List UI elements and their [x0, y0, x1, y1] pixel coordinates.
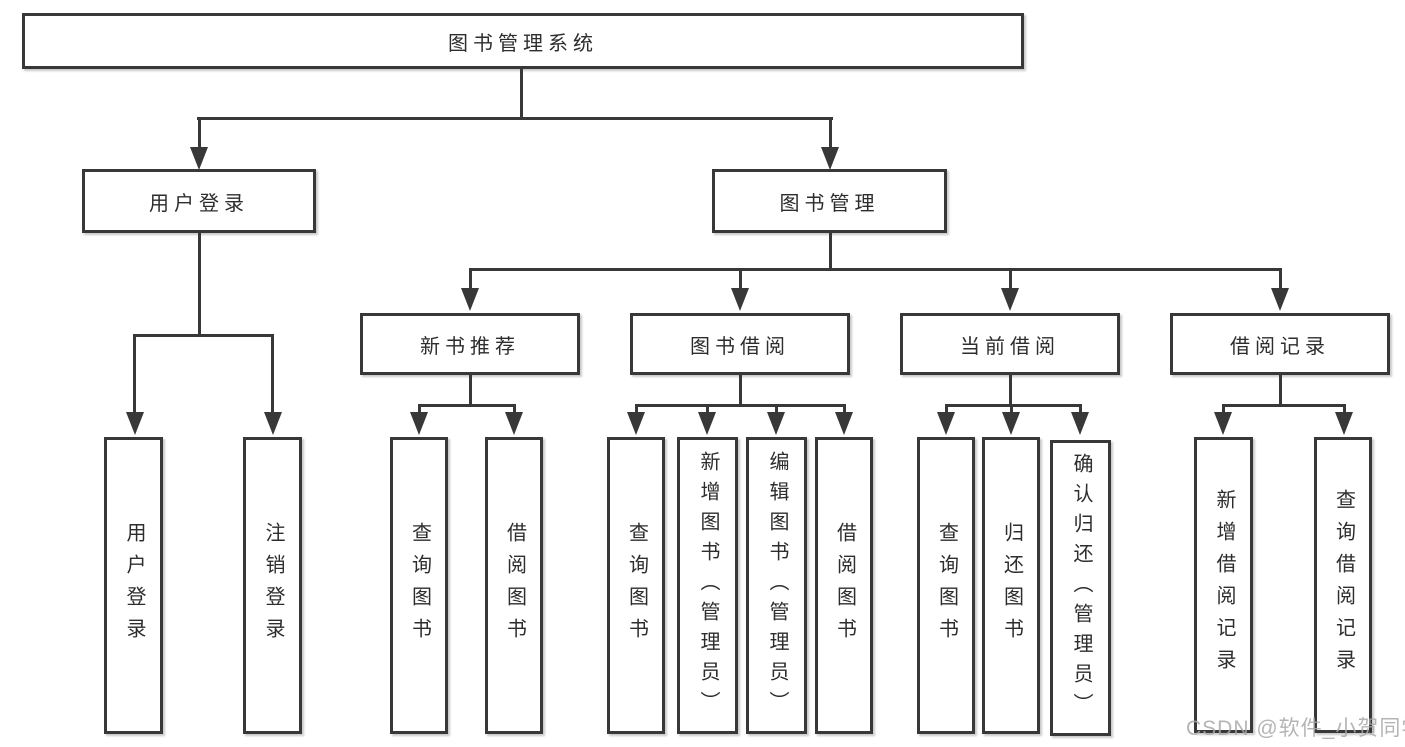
watermark: CSDN @软件_小贺同学 — [1186, 717, 1405, 740]
connector-groupD-down — [1279, 375, 1282, 406]
connector-groups-branch — [469, 268, 1282, 271]
node-user-login: 用户登录 — [82, 169, 316, 233]
arrow-down-icon — [126, 412, 144, 435]
leaf-label: 编辑图书（管理员） — [766, 450, 788, 721]
leaf-label: 确认归还（管理员） — [1070, 453, 1092, 723]
arrow-down-icon — [835, 412, 853, 435]
arrow-down-icon — [190, 147, 208, 170]
leaf-borrow-books-recommend: 借阅图书 — [485, 437, 543, 734]
leaf-label: 查询图书 — [625, 521, 648, 650]
leaf-label: 借阅图书 — [833, 521, 856, 650]
connector-root-stem — [520, 69, 523, 118]
leaf-query-books-current: 查询图书 — [917, 437, 975, 734]
arrow-down-icon — [461, 288, 479, 311]
connector-leaf-stem — [635, 404, 638, 414]
leaf-return-books: 归还图书 — [982, 437, 1040, 734]
leaf-label: 新增图书（管理员） — [697, 450, 719, 721]
connector-groupB-down — [739, 375, 742, 406]
leaf-user-login: 用户登录 — [104, 437, 163, 734]
arrow-down-icon — [731, 288, 749, 311]
connector-group-stem — [469, 268, 472, 290]
leaf-user-login-label: 用户登录 — [123, 521, 145, 650]
leaf-edit-book-admin: 编辑图书（管理员） — [746, 437, 807, 734]
node-root: 图书管理系统 — [22, 13, 1024, 69]
node-book-borrow-label: 图书借阅 — [690, 335, 790, 358]
node-new-book-recommend-label: 新书推荐 — [420, 335, 520, 358]
arrow-down-icon — [1214, 412, 1232, 435]
leaf-query-books-recommend: 查询图书 — [390, 437, 448, 734]
node-new-book-recommend: 新书推荐 — [360, 313, 580, 375]
arrow-down-icon — [1002, 412, 1020, 435]
leaf-query-books-borrow: 查询图书 — [607, 437, 665, 734]
connector-groupC-down — [1009, 375, 1012, 406]
connector-user-login-down — [198, 233, 201, 336]
leaf-add-borrow-record: 新增借阅记录 — [1194, 437, 1253, 733]
leaf-label: 查询图书 — [408, 521, 431, 650]
node-book-management-label: 图书管理 — [779, 192, 880, 215]
leaf-label: 新增借阅记录 — [1213, 489, 1235, 681]
arrow-down-icon — [410, 412, 428, 435]
connector-leaf-stem — [945, 404, 948, 414]
arrow-down-icon — [698, 412, 716, 435]
connector-user-login-branch — [133, 334, 273, 337]
connector-leaf-stem — [418, 404, 421, 414]
connector-leaf-stem — [1010, 404, 1013, 414]
connector-groupD-branch — [1222, 404, 1346, 407]
node-book-borrow: 图书借阅 — [630, 313, 850, 375]
arrow-down-icon — [627, 412, 645, 435]
arrow-down-icon — [937, 412, 955, 435]
node-user-login-label: 用户登录 — [149, 192, 249, 215]
leaf-logout-login-label: 注销登录 — [262, 521, 284, 650]
leaf-query-borrow-record: 查询借阅记录 — [1314, 437, 1372, 733]
connector-leaf-stem — [271, 334, 274, 414]
node-current-borrow-label: 当前借阅 — [960, 335, 1060, 358]
node-borrow-records: 借阅记录 — [1170, 313, 1390, 375]
arrow-down-icon — [1071, 412, 1089, 435]
leaf-label: 查询借阅记录 — [1332, 489, 1355, 681]
connector-leaf-stem — [1079, 404, 1082, 414]
arrow-down-icon — [1335, 412, 1353, 435]
leaf-logout-login: 注销登录 — [243, 437, 302, 734]
connector-leaf-stem — [133, 334, 136, 414]
connector-group-stem — [1279, 268, 1282, 290]
connector-leaf-stem — [706, 404, 709, 414]
leaf-borrow-books: 借阅图书 — [815, 437, 873, 734]
node-root-label: 图书管理系统 — [448, 32, 598, 55]
connector-leaf-stem — [1222, 404, 1225, 414]
arrow-down-icon — [821, 147, 839, 170]
connector-group-stem — [739, 268, 742, 290]
connector-book-mgmt-stem — [829, 117, 832, 148]
connector-leaf-stem — [1343, 404, 1346, 414]
connector-group-stem — [1009, 268, 1012, 290]
connector-groupA-branch — [418, 404, 516, 407]
leaf-label: 借阅图书 — [503, 521, 526, 650]
node-borrow-records-label: 借阅记录 — [1230, 335, 1330, 358]
arrow-down-icon — [767, 412, 785, 435]
leaf-label: 归还图书 — [1000, 521, 1023, 650]
connector-groupA-down — [469, 375, 472, 406]
arrow-down-icon — [1001, 288, 1019, 311]
connector-groupB-branch — [635, 404, 846, 407]
leaf-add-book-admin: 新增图书（管理员） — [677, 437, 738, 734]
connector-book-mgmt-down — [829, 233, 832, 270]
arrow-down-icon — [505, 412, 523, 435]
connector-root-branch — [197, 117, 833, 120]
connector-user-login-stem — [198, 117, 201, 148]
connector-groupC-branch — [945, 404, 1082, 407]
connector-leaf-stem — [775, 404, 778, 414]
node-book-management: 图书管理 — [712, 169, 947, 233]
connector-leaf-stem — [513, 404, 516, 414]
node-current-borrow: 当前借阅 — [900, 313, 1120, 375]
arrow-down-icon — [264, 412, 282, 435]
leaf-confirm-return-admin: 确认归还（管理员） — [1050, 440, 1111, 736]
leaf-label: 查询图书 — [935, 521, 958, 650]
connector-leaf-stem — [843, 404, 846, 414]
arrow-down-icon — [1271, 288, 1289, 311]
